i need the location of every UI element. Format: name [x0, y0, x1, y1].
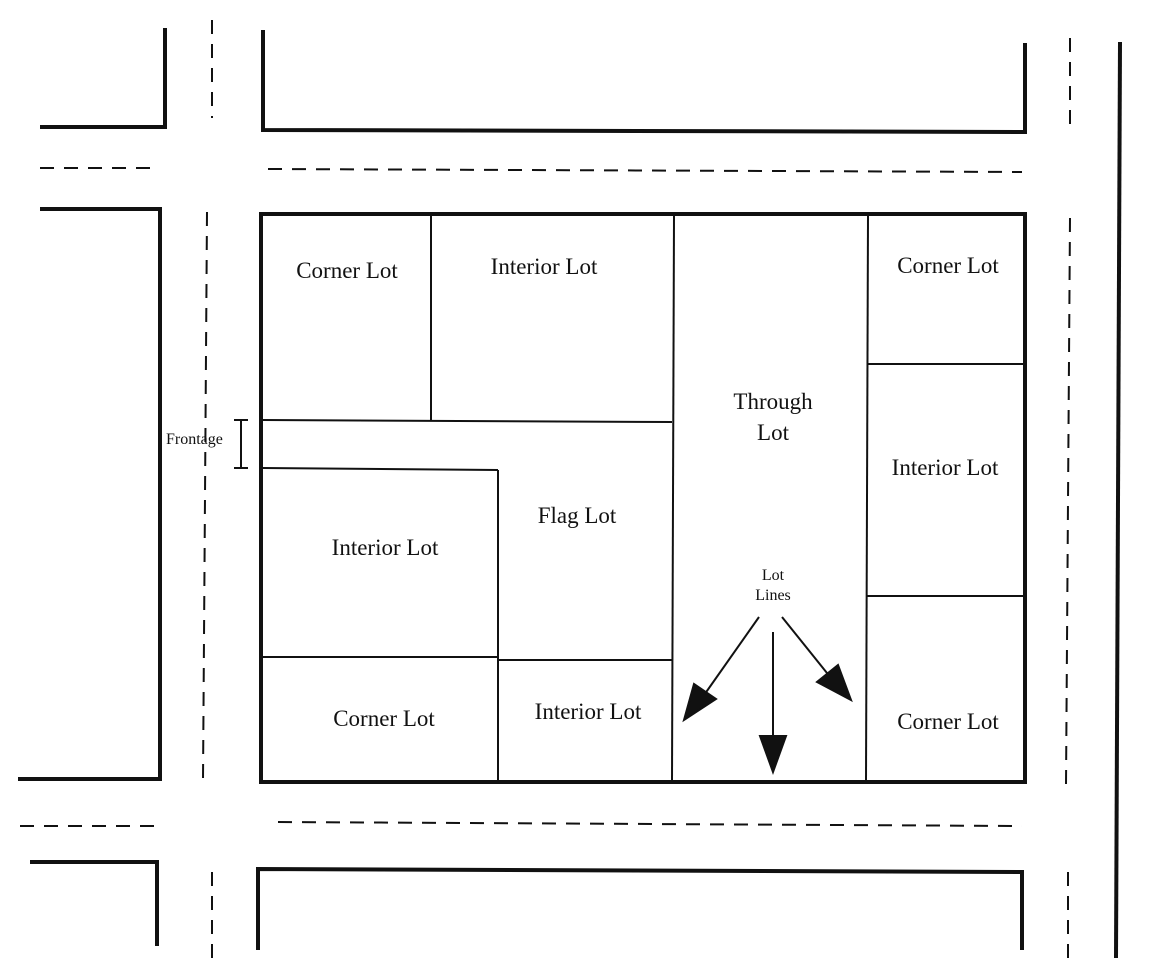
block-top-center	[261, 30, 1027, 135]
lot-label-corner-top-right: Corner Lot	[897, 253, 999, 278]
arrow-down-head	[758, 735, 788, 775]
lot-label-interior-bottom: Interior Lot	[535, 699, 642, 724]
lot-line-v-through-left	[671, 215, 675, 781]
surrounding-blocks	[18, 28, 1122, 959]
lot-label-interior-mid-left: Interior Lot	[332, 535, 439, 560]
centerline-bottom-right	[277, 821, 1023, 827]
arrow-left-shaft	[701, 616, 760, 699]
lot-label-through-line1: Through	[733, 389, 813, 414]
street-centerlines	[20, 20, 1071, 958]
frontage-label: Frontage	[166, 431, 223, 448]
block-bottom-left	[30, 860, 159, 946]
main-block-outline	[259, 212, 1027, 784]
lot-label-flag: Flag Lot	[538, 503, 617, 528]
centerline-left-mid	[202, 211, 208, 781]
lot-lines-arrows	[682, 616, 853, 775]
lot-line-v-through-right	[865, 215, 869, 781]
arrow-right-head	[815, 663, 853, 703]
centerline-top-right	[267, 168, 1023, 173]
block-right-edge	[1114, 41, 1122, 959]
arrow-right-shaft	[781, 616, 836, 684]
lot-line-h1	[262, 419, 673, 423]
arrow-left-head	[682, 682, 718, 723]
lot-label-through-line2: Lot	[757, 420, 790, 445]
lot-lines-label-line1: Lot	[762, 567, 785, 584]
block-bottom-center	[256, 866, 1024, 950]
lot-label-interior-top: Interior Lot	[491, 254, 598, 279]
lot-label-corner-top-left: Corner Lot	[296, 258, 398, 283]
frontage-bracket	[234, 419, 248, 469]
block-left	[18, 207, 162, 781]
lot-lines-label-line2: Lines	[755, 587, 791, 604]
lot-label-corner-bottom-right: Corner Lot	[897, 709, 999, 734]
lot-line-flag-pole	[262, 467, 499, 471]
block-top-left	[40, 28, 167, 129]
centerline-right-mid	[1065, 217, 1071, 786]
lot-label-interior-right: Interior Lot	[892, 455, 999, 480]
lot-label-corner-bottom-left: Corner Lot	[333, 706, 435, 731]
lot-lines	[262, 215, 1023, 781]
